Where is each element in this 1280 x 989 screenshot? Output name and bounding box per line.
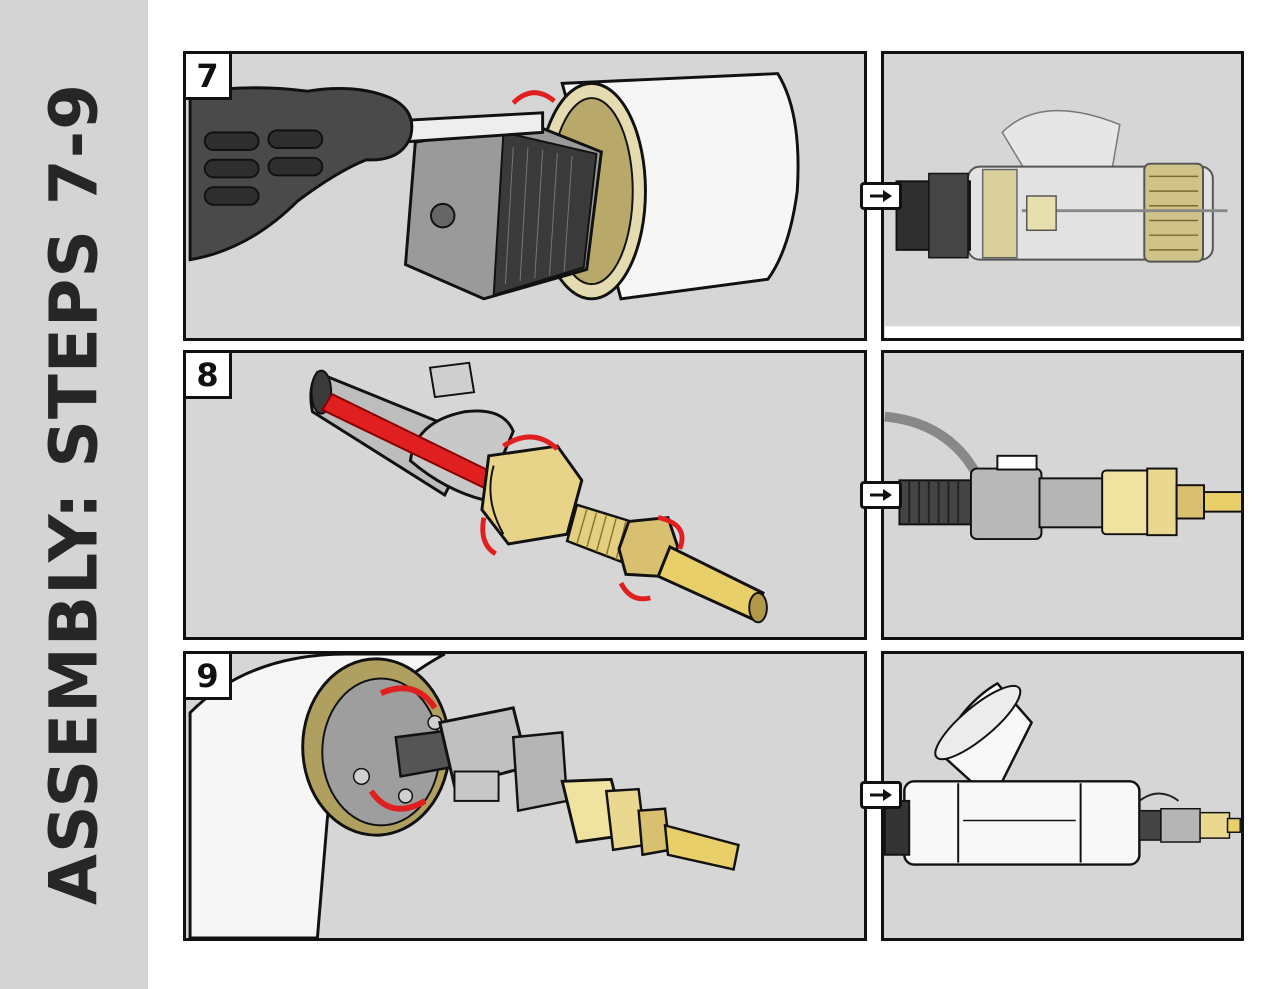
step-number: 8 bbox=[186, 353, 232, 399]
step-number: 7 bbox=[186, 54, 232, 100]
right-arrow-icon bbox=[870, 190, 892, 202]
page-title: ASSEMBLY: STEPS 7-9 bbox=[35, 82, 113, 906]
sidebar: ASSEMBLY: STEPS 7-9 bbox=[0, 0, 148, 989]
step-number: 9 bbox=[186, 654, 232, 700]
step-9-result-illustration bbox=[884, 681, 1241, 866]
step-7-result-panel bbox=[881, 51, 1244, 341]
step-8-result-illustration bbox=[884, 411, 1241, 541]
right-arrow-icon bbox=[870, 489, 892, 501]
step-7-illustration bbox=[188, 72, 800, 301]
step-8-result-panel bbox=[881, 350, 1244, 640]
step-8-panel: 8 bbox=[183, 350, 867, 640]
step-8-result-arrow-badge bbox=[860, 481, 902, 509]
right-arrow-icon bbox=[870, 789, 892, 801]
step-9-panel: 9 bbox=[183, 651, 867, 941]
step-9-result-panel bbox=[881, 651, 1244, 941]
step-7-result-illustration bbox=[884, 109, 1241, 338]
step-7-result-arrow-badge bbox=[860, 182, 902, 210]
step-9-result-arrow-badge bbox=[860, 781, 902, 809]
step-8-illustration bbox=[309, 361, 768, 624]
step-7-panel: 7 bbox=[183, 51, 867, 341]
step-9-illustration bbox=[188, 654, 740, 938]
